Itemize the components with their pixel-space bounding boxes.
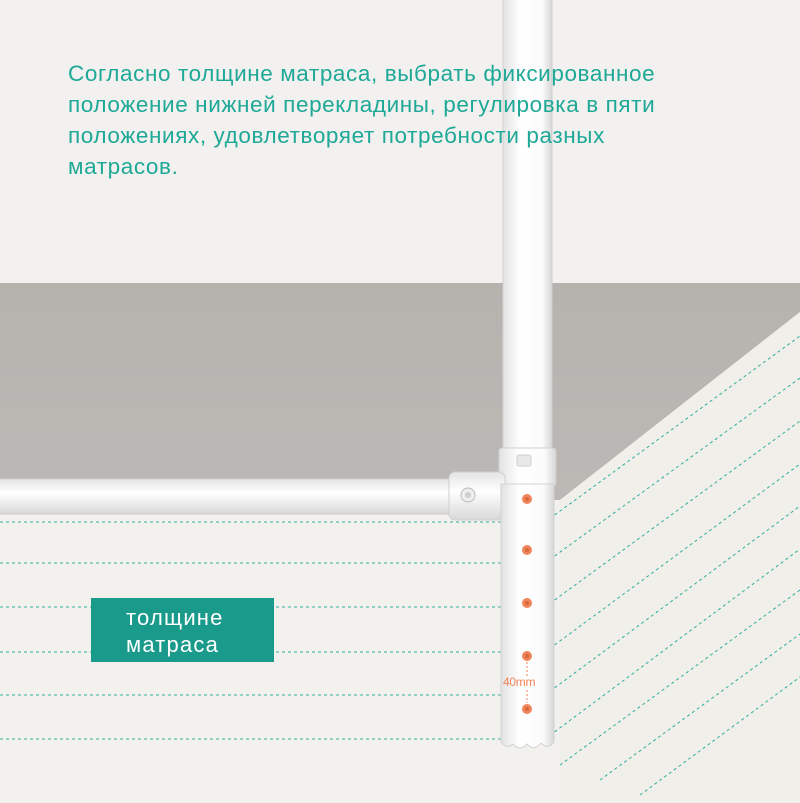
mattress-level-lines [0,335,800,796]
mattress-side [560,312,800,803]
mattress-thickness-badge: толщине матраса [91,598,274,662]
t-connector [448,447,557,521]
adjustment-holes [522,494,532,714]
caption-line-3: положениях, удовлетворяет потребности ра… [68,123,605,148]
badge-line-2: матраса [126,632,220,657]
wall-background [0,0,800,283]
caption-line-2: положение нижней перекладины, регулировк… [68,92,656,117]
badge-line-1: толщине [126,605,224,630]
adjustable-pole-section [500,483,555,749]
caption-line-1: Согласно толщине матраса, выбрать фиксир… [68,61,656,86]
vertical-pole [502,0,553,455]
dimension-label: 40mm [503,675,536,689]
caption-line-4: матрасов. [68,154,179,179]
description-caption: Согласно толщине матраса, выбрать фиксир… [68,58,768,182]
floor-surface [0,283,800,500]
horizontal-crossbar [0,478,455,515]
